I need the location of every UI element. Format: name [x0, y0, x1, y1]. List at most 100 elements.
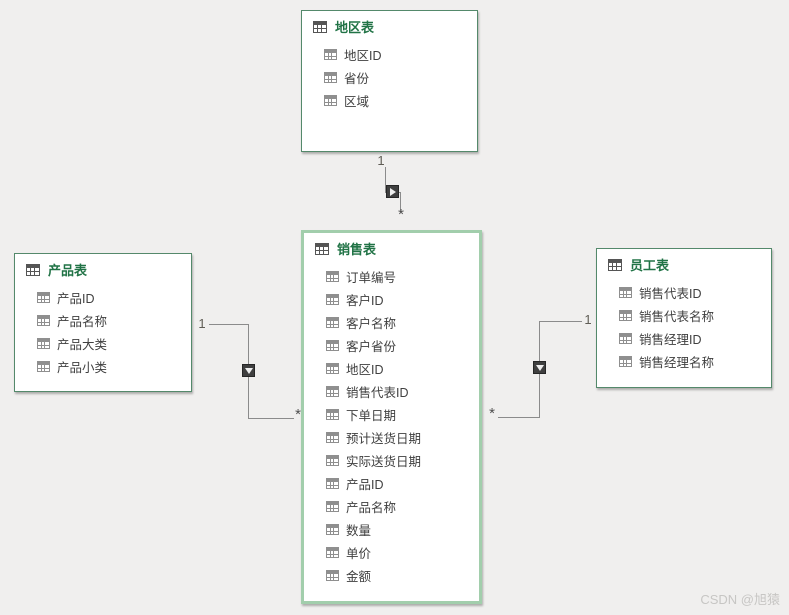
field-label: 客户名称	[346, 317, 397, 331]
field-icon	[619, 287, 632, 298]
table-icon	[315, 242, 329, 255]
field-icon	[37, 338, 50, 349]
field-row[interactable]: 客户ID	[304, 288, 479, 311]
field-icon	[37, 315, 50, 326]
relationship-line	[248, 418, 294, 419]
relationship-line	[400, 192, 401, 212]
field-label: 产品ID	[57, 292, 95, 306]
field-icon	[324, 95, 337, 106]
field-row[interactable]: 预计送货日期	[304, 426, 479, 449]
field-label: 产品名称	[57, 315, 108, 329]
field-row[interactable]: 销售经理ID	[597, 327, 771, 350]
field-row[interactable]: 数量	[304, 518, 479, 541]
field-icon	[326, 455, 339, 466]
cardinality-many-label: *	[489, 405, 495, 422]
field-label: 客户省份	[346, 340, 397, 354]
field-icon	[326, 432, 339, 443]
table-header-product[interactable]: 产品表	[15, 254, 191, 285]
field-row[interactable]: 实际送货日期	[304, 449, 479, 472]
field-row[interactable]: 销售代表ID	[597, 281, 771, 304]
relationship-direction-box[interactable]	[242, 364, 255, 377]
field-row[interactable]: 销售经理名称	[597, 350, 771, 373]
table-icon	[608, 258, 622, 271]
relationship-direction-box[interactable]	[386, 185, 399, 198]
arrow-right-icon	[389, 187, 396, 196]
cardinality-one-label: 1	[198, 316, 206, 331]
field-label: 数量	[346, 524, 372, 538]
relationship-line	[209, 324, 249, 325]
field-label: 产品ID	[346, 478, 384, 492]
field-row[interactable]: 产品ID	[15, 286, 191, 309]
field-label: 客户ID	[346, 294, 384, 308]
field-label: 预计送货日期	[346, 432, 422, 446]
field-label: 销售代表名称	[639, 310, 715, 324]
field-row[interactable]: 产品小类	[15, 355, 191, 378]
relationship-line	[385, 167, 386, 192]
field-icon	[324, 49, 337, 60]
field-row[interactable]: 省份	[302, 66, 477, 89]
field-icon	[619, 356, 632, 367]
field-icon	[326, 317, 339, 328]
field-icon	[326, 501, 339, 512]
relationship-direction-box[interactable]	[533, 361, 546, 374]
field-row[interactable]: 单价	[304, 541, 479, 564]
field-icon	[326, 478, 339, 489]
relationship-line	[539, 321, 582, 322]
field-icon	[326, 570, 339, 581]
table-card-sales[interactable]: 销售表 订单编号 客户ID 客户名称 客户省份 地区ID 销售代表ID 下单日期…	[301, 230, 482, 604]
cardinality-many-label: *	[295, 406, 301, 423]
arrow-down-icon	[535, 364, 544, 371]
field-label: 订单编号	[346, 271, 397, 285]
field-icon	[326, 524, 339, 535]
field-icon	[326, 294, 339, 305]
table-title: 产品表	[48, 263, 88, 278]
table-title: 员工表	[630, 258, 670, 273]
field-icon	[326, 547, 339, 558]
field-label: 下单日期	[346, 409, 397, 423]
cardinality-one-label: 1	[584, 312, 592, 327]
table-title: 地区表	[335, 20, 375, 35]
field-row[interactable]: 订单编号	[304, 265, 479, 288]
field-row[interactable]: 产品名称	[304, 495, 479, 518]
field-label: 销售经理名称	[639, 356, 715, 370]
field-label: 销售代表ID	[639, 287, 702, 301]
field-list: 订单编号 客户ID 客户名称 客户省份 地区ID 销售代表ID 下单日期 预计送…	[304, 264, 479, 587]
relationship-line	[498, 417, 540, 418]
field-row[interactable]: 产品名称	[15, 309, 191, 332]
field-row[interactable]: 产品大类	[15, 332, 191, 355]
table-card-employee[interactable]: 员工表 销售代表ID 销售代表名称 销售经理ID 销售经理名称	[596, 248, 772, 388]
field-row[interactable]: 销售代表ID	[304, 380, 479, 403]
field-row[interactable]: 地区ID	[302, 43, 477, 66]
field-icon	[37, 292, 50, 303]
csdn-watermark: CSDN @旭猿	[700, 592, 780, 607]
table-card-region[interactable]: 地区表 地区ID 省份 区域	[301, 10, 478, 152]
table-title: 销售表	[337, 242, 377, 257]
field-row[interactable]: 下单日期	[304, 403, 479, 426]
table-card-product[interactable]: 产品表 产品ID 产品名称 产品大类 产品小类	[14, 253, 192, 392]
field-row[interactable]: 销售代表名称	[597, 304, 771, 327]
field-label: 地区ID	[344, 49, 382, 63]
field-label: 金额	[346, 570, 372, 584]
field-row[interactable]: 区域	[302, 89, 477, 112]
field-row[interactable]: 产品ID	[304, 472, 479, 495]
field-row[interactable]: 客户省份	[304, 334, 479, 357]
field-label: 实际送货日期	[346, 455, 422, 469]
field-label: 销售经理ID	[639, 333, 702, 347]
table-header-sales[interactable]: 销售表	[304, 233, 479, 264]
field-row[interactable]: 客户名称	[304, 311, 479, 334]
table-header-employee[interactable]: 员工表	[597, 249, 771, 280]
field-icon	[619, 333, 632, 344]
field-label: 单价	[346, 547, 372, 561]
table-icon	[26, 263, 40, 276]
field-icon	[326, 340, 339, 351]
field-row[interactable]: 地区ID	[304, 357, 479, 380]
field-icon	[324, 72, 337, 83]
table-header-region[interactable]: 地区表	[302, 11, 477, 42]
arrow-down-icon	[244, 367, 253, 374]
field-row[interactable]: 金额	[304, 564, 479, 587]
field-icon	[326, 363, 339, 374]
cardinality-one-label: 1	[377, 153, 385, 168]
field-icon	[37, 361, 50, 372]
table-icon	[313, 20, 327, 33]
